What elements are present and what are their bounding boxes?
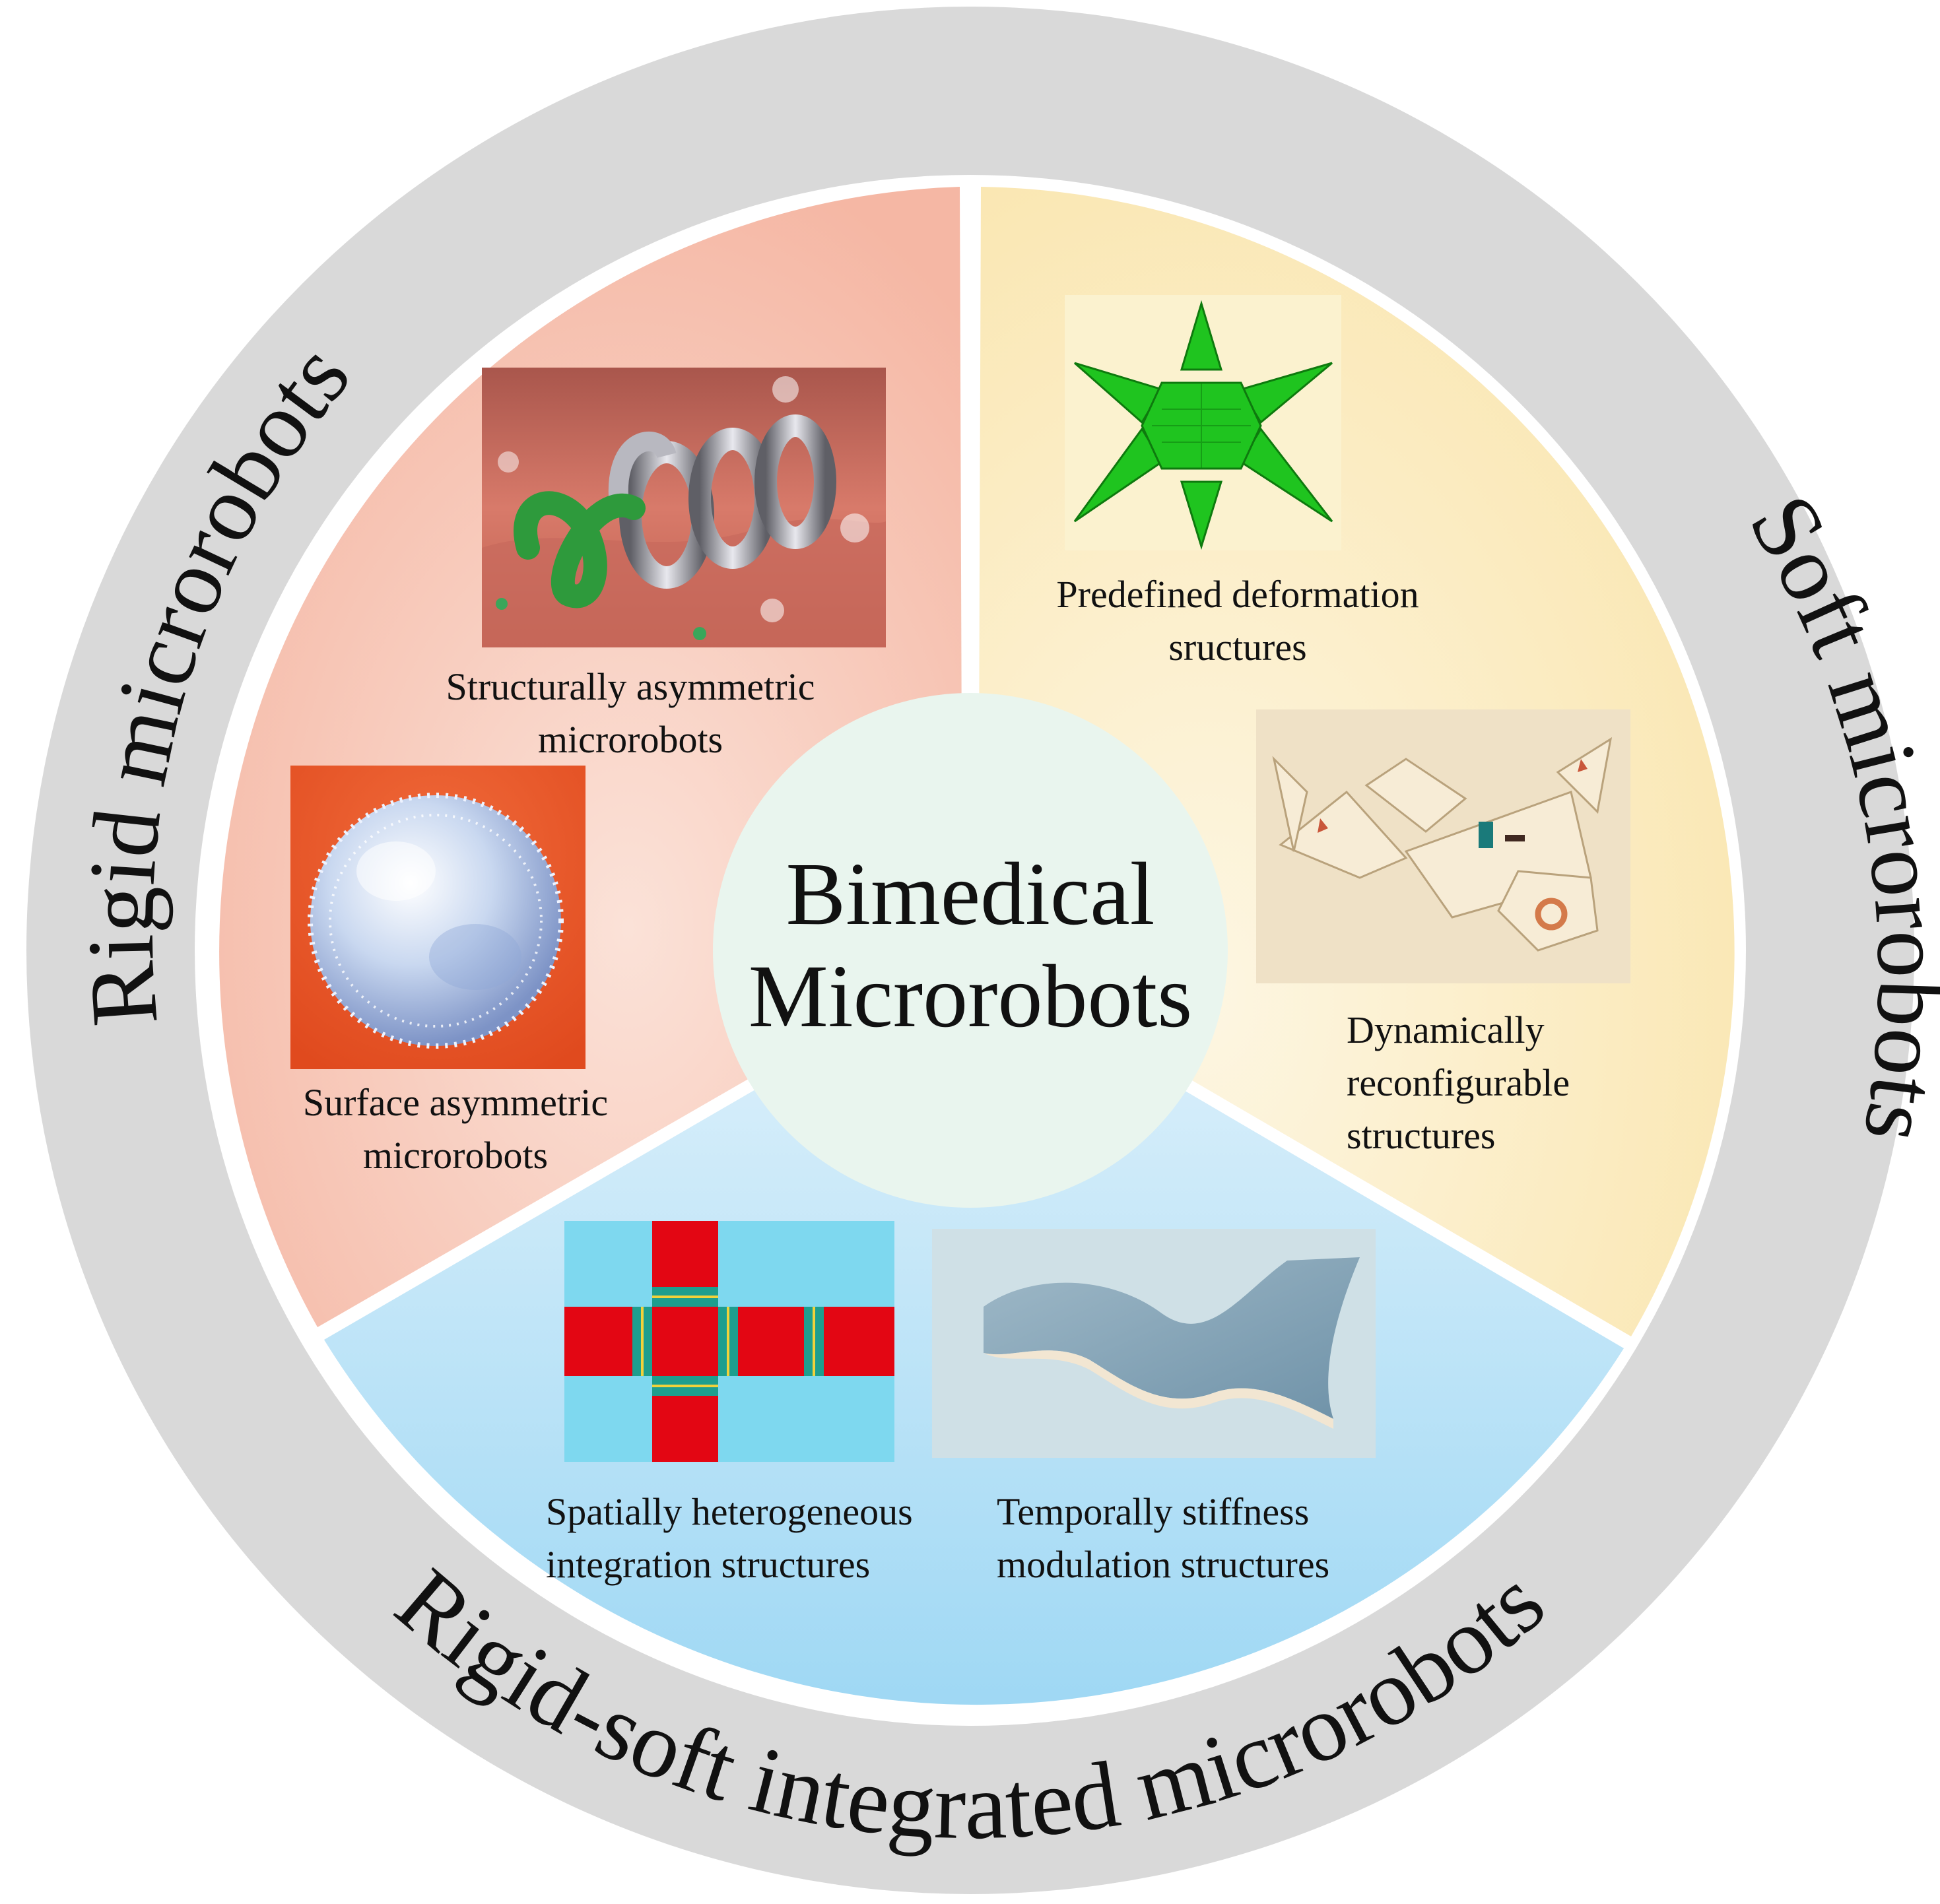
curved-sheet-image <box>932 1229 1376 1458</box>
cross-caption-line1: Spatially heterogeneous <box>546 1490 913 1533</box>
star-caption-line1: Predefined deformation <box>1056 573 1419 616</box>
origami-robot-image <box>1256 709 1630 983</box>
sphere-caption-line2: microrobots <box>363 1134 548 1177</box>
center-circle <box>713 693 1228 1208</box>
star-caption-line2: sructures <box>1168 626 1306 669</box>
origami-caption-line2: reconfigurable <box>1347 1061 1570 1104</box>
sphere-caption-line1: Surface asymmetric <box>303 1081 608 1124</box>
spiky-sphere-microrobot-image <box>290 766 585 1069</box>
green-star-structure-image <box>1065 295 1341 550</box>
sheet-caption-line2: modulation structures <box>997 1543 1329 1586</box>
cross-caption-line2: integration structures <box>546 1543 870 1586</box>
red-cross-pattern-image <box>564 1221 894 1462</box>
helical-caption-line1: Structurally asymmetric <box>446 665 815 708</box>
origami-caption-line3: structures <box>1347 1114 1496 1157</box>
center-title-line2: Microrobots <box>749 947 1192 1046</box>
center-title-line1: Bimedical <box>786 845 1155 944</box>
helical-microrobot-image <box>482 368 886 647</box>
origami-caption-line1: Dynamically <box>1347 1008 1545 1051</box>
sheet-caption-line1: Temporally stiffness <box>997 1490 1309 1533</box>
helical-caption-line2: microrobots <box>538 718 723 761</box>
